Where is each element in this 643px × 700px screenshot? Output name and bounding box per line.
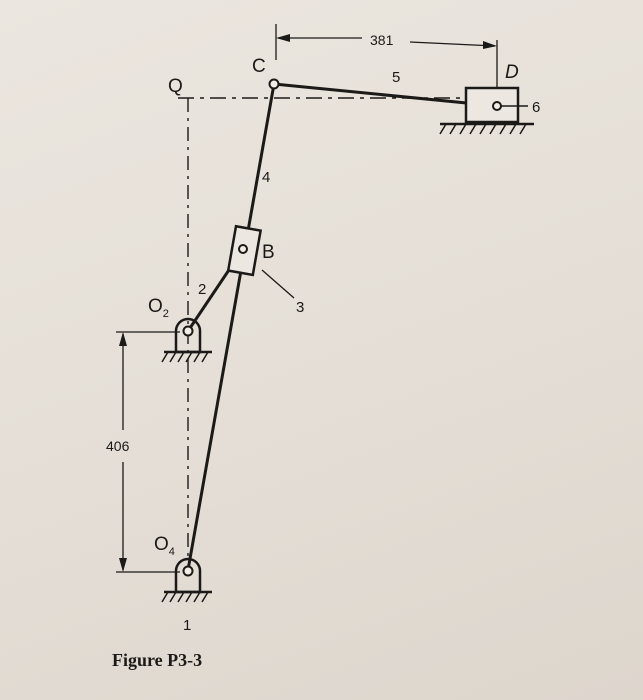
ground-pivot-O2 bbox=[161, 317, 212, 363]
label-link-2: 2 bbox=[198, 281, 206, 298]
slider-block-6 bbox=[464, 86, 528, 124]
label-link-4: 4 bbox=[262, 169, 270, 186]
label-link-3: 3 bbox=[296, 299, 304, 316]
label-link-5: 5 bbox=[392, 69, 400, 86]
pin-D bbox=[492, 101, 502, 111]
label-B: B bbox=[262, 242, 275, 263]
label-Q: Q bbox=[168, 76, 183, 97]
label-O2: O2 bbox=[148, 296, 169, 320]
dimension-381 bbox=[275, 24, 498, 90]
link-4-bar bbox=[186, 83, 276, 571]
label-dim-406: 406 bbox=[106, 438, 130, 454]
label-O4: O4 bbox=[154, 534, 175, 558]
pin-B bbox=[238, 244, 248, 254]
label-link-1: 1 bbox=[183, 617, 191, 634]
dimension-406 bbox=[116, 331, 180, 573]
pin-C bbox=[268, 78, 280, 90]
label-D: D bbox=[505, 62, 519, 83]
label-link-6: 6 bbox=[532, 99, 540, 116]
link-3-leader bbox=[261, 269, 295, 299]
slider-ground-6 bbox=[439, 122, 534, 135]
link-5-coupler bbox=[273, 82, 498, 108]
label-C: C bbox=[252, 56, 266, 77]
figure-caption: Figure P3-3 bbox=[112, 650, 203, 670]
ground-pivot-O4 bbox=[161, 557, 212, 603]
label-dim-381: 381 bbox=[370, 32, 394, 48]
